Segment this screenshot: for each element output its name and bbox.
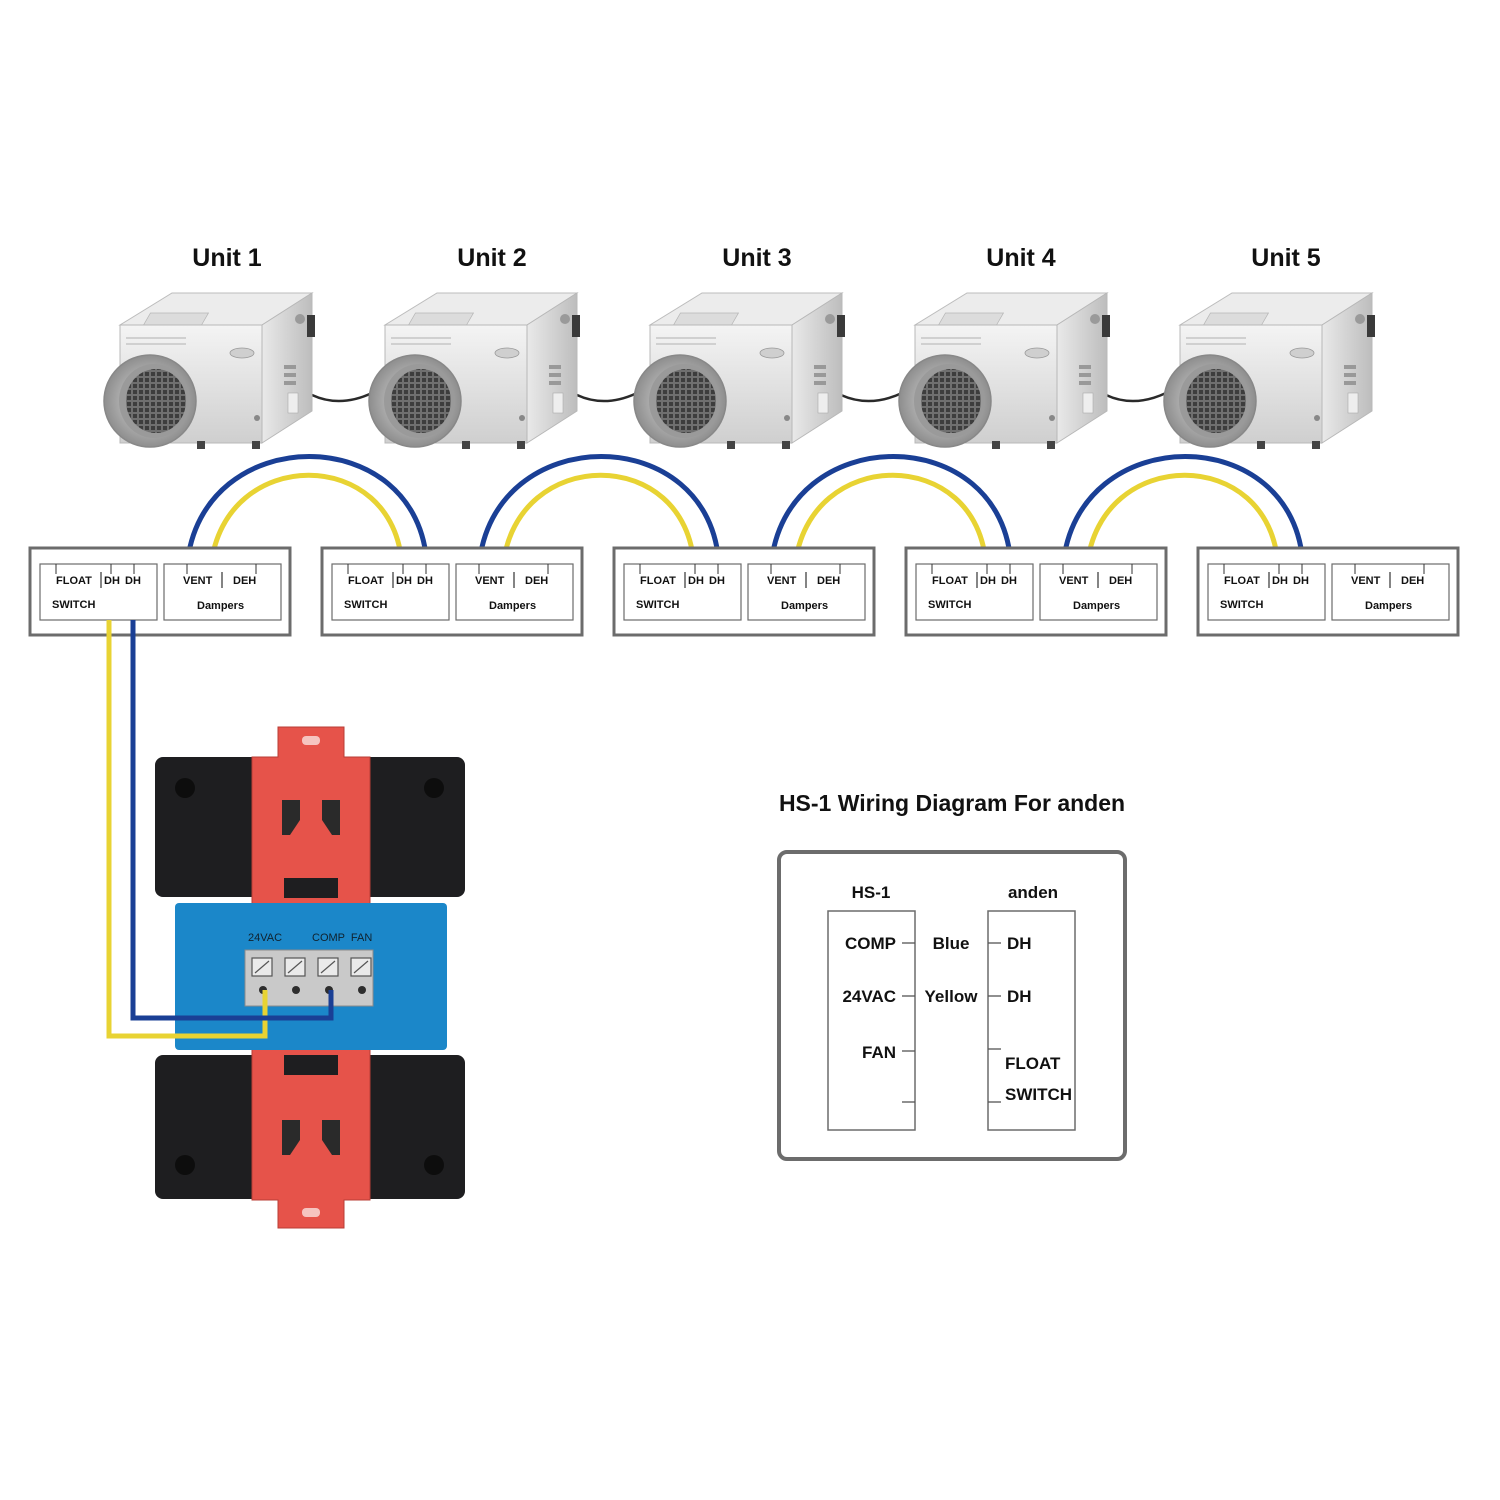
dehumidifier-unit-4-icon <box>898 292 1111 450</box>
dehumidifier-unit-3-icon <box>633 292 846 450</box>
blue-wire <box>130 620 334 1021</box>
hs1-terminal-24vac: 24VAC <box>842 987 896 1006</box>
label-dh: DH <box>104 575 120 587</box>
mounting-hole-icon <box>424 778 444 798</box>
controller-wires <box>106 620 334 1039</box>
label-vent: VENT <box>1351 575 1381 587</box>
mounting-hole-icon <box>175 1155 195 1175</box>
wire-label-yellow: Yellow <box>925 987 979 1006</box>
label-dh: DH <box>1272 575 1288 587</box>
label-switch: SWITCH <box>1220 599 1263 611</box>
terminal-blocks: FLOAT DH DH SWITCH VENT DEH Dampers FLOA… <box>28 546 1460 637</box>
label-dh: DH <box>1001 575 1017 587</box>
unit-link-cables <box>311 391 1167 403</box>
label-vent: VENT <box>183 575 213 587</box>
dehumidifier-unit-1-icon <box>103 292 316 450</box>
label-dampers: Dampers <box>197 600 244 612</box>
unit-title-3: Unit 3 <box>722 244 791 272</box>
label-deh: DEH <box>525 575 548 587</box>
label-dh: DH <box>417 575 433 587</box>
label-switch: SWITCH <box>636 599 679 611</box>
hs1-terminal-box <box>827 910 916 1131</box>
terminal-block-unit-5: FLOAT DH DH SWITCH VENT DEH Dampers <box>1196 546 1460 637</box>
screw-terminals <box>251 957 372 977</box>
dehumidifier-unit-5-icon <box>1163 292 1376 450</box>
terminal-block-unit-1: FLOAT DH DH SWITCH VENT DEH Dampers <box>28 546 292 637</box>
hs1-terminal-fan: FAN <box>862 1043 896 1062</box>
anden-terminal-dh: DH <box>1007 934 1032 953</box>
clip-slot-icon <box>302 736 320 745</box>
label-vent: VENT <box>767 575 797 587</box>
label-switch: SWITCH <box>344 599 387 611</box>
yellow-wire <box>106 620 268 1039</box>
label-switch: SWITCH <box>52 599 95 611</box>
anden-terminal-switch: SWITCH <box>1005 1085 1072 1104</box>
label-float: FLOAT <box>640 575 676 587</box>
label-dampers: Dampers <box>1365 600 1412 612</box>
hs1-controller-device: 24VAC COMP FAN <box>155 726 465 1229</box>
dehumidifier-unit-2-icon <box>368 292 581 450</box>
dehumidifier-units <box>103 292 1376 450</box>
anden-terminal-dh: DH <box>1007 987 1032 1006</box>
label-deh: DEH <box>1401 575 1424 587</box>
label-dampers: Dampers <box>781 600 828 612</box>
anden-terminal-box <box>987 910 1076 1131</box>
wire-label-blue: Blue <box>933 934 970 953</box>
clip-slot-icon <box>302 1208 320 1217</box>
unit-title-4: Unit 4 <box>986 244 1056 272</box>
label-dh: DH <box>396 575 412 587</box>
label-deh: DEH <box>233 575 256 587</box>
label-float: FLOAT <box>348 575 384 587</box>
hs1-terminal-comp: COMP <box>845 934 896 953</box>
din-clip-bottom <box>251 1044 371 1229</box>
anden-terminal-float: FLOAT <box>1005 1054 1061 1073</box>
wiring-diagram-title: HS-1 Wiring Diagram For anden <box>779 790 1125 816</box>
label-vent: VENT <box>1059 575 1089 587</box>
label-comp-fan: COMP FAN <box>312 932 372 944</box>
label-deh: DEH <box>817 575 840 587</box>
hs1-column-header: HS-1 <box>852 883 891 902</box>
label-float: FLOAT <box>932 575 968 587</box>
label-dh: DH <box>125 575 141 587</box>
unit-title-2: Unit 2 <box>457 244 526 272</box>
jumper-wires <box>184 454 1306 567</box>
label-float: FLOAT <box>56 575 92 587</box>
hs1-wiring-table: HS-1 Wiring Diagram For anden HS-1 anden… <box>777 790 1127 1161</box>
mounting-hole-icon <box>175 778 195 798</box>
label-dh: DH <box>980 575 996 587</box>
label-dh: DH <box>709 575 725 587</box>
mounting-hole-icon <box>424 1155 444 1175</box>
unit-titles: Unit 1 Unit 2 Unit 3 Unit 4 Unit 5 <box>192 244 1321 272</box>
label-dh: DH <box>1293 575 1309 587</box>
label-deh: DEH <box>1109 575 1132 587</box>
label-vent: VENT <box>475 575 505 587</box>
terminal-block-unit-3: FLOAT DH DH SWITCH VENT DEH Dampers <box>612 546 876 637</box>
unit-title-5: Unit 5 <box>1251 244 1321 272</box>
label-float: FLOAT <box>1224 575 1260 587</box>
label-24vac: 24VAC <box>248 932 282 944</box>
label-dh: DH <box>688 575 704 587</box>
unit-title-1: Unit 1 <box>192 244 262 272</box>
label-dampers: Dampers <box>489 600 536 612</box>
label-switch: SWITCH <box>928 599 971 611</box>
label-dampers: Dampers <box>1073 600 1120 612</box>
terminal-block-unit-4: FLOAT DH DH SWITCH VENT DEH Dampers <box>904 546 1168 637</box>
anden-column-header: anden <box>1008 883 1058 902</box>
terminal-block-unit-2: FLOAT DH DH SWITCH VENT DEH Dampers <box>320 546 584 637</box>
